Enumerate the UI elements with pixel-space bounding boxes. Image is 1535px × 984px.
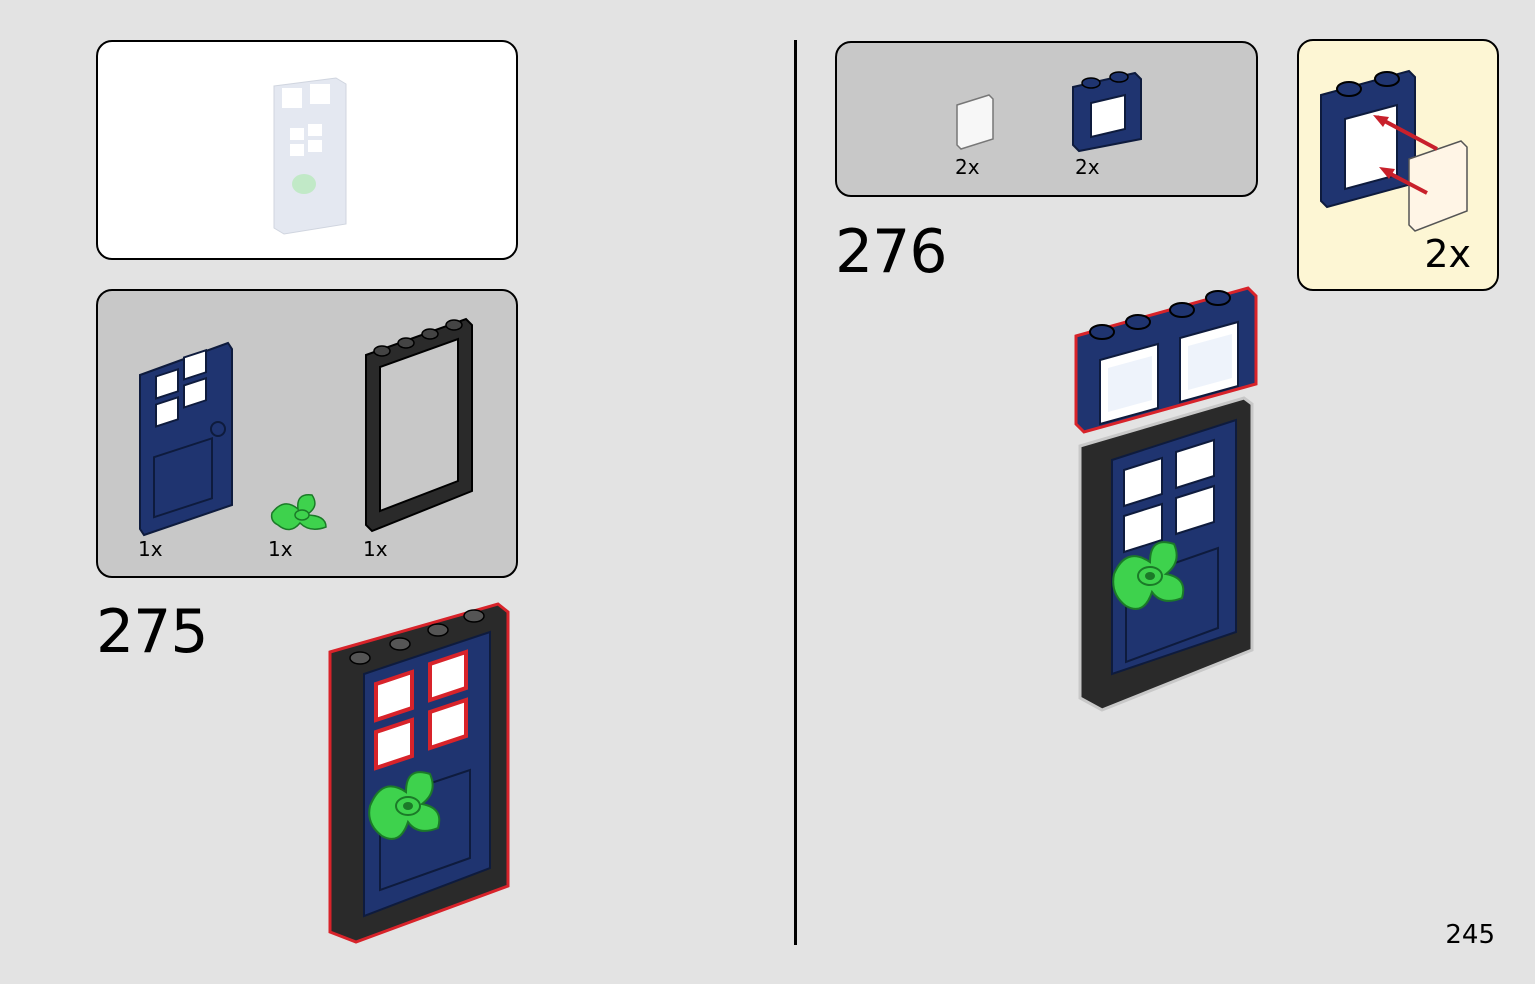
window-subassembly-icon xyxy=(1320,69,1468,232)
door-assembly-275-icon xyxy=(328,602,510,944)
door-frame-black-icon xyxy=(365,317,473,533)
part-qty-glass: 2x xyxy=(955,155,980,179)
parts-list-panel: 1x 1x 1x xyxy=(96,289,518,578)
leaf-plate-green-icon xyxy=(270,494,327,531)
page-number: 245 xyxy=(1445,920,1495,950)
subassembly-qty: 2x xyxy=(1424,232,1471,276)
part-qty-door: 1x xyxy=(138,537,163,561)
step-number-276: 276 xyxy=(835,217,948,287)
subassembly-callout: 2x xyxy=(1297,39,1499,291)
step-number-275: 275 xyxy=(96,597,209,667)
page-divider xyxy=(794,40,797,945)
part-qty-leaf: 1x xyxy=(268,537,293,561)
parts-list-panel: 2x 2x xyxy=(835,41,1258,197)
ghost-door-preview-icon xyxy=(273,77,347,235)
preview-panel xyxy=(96,40,518,260)
window-glass-icon xyxy=(956,94,994,150)
door-assembly-276-icon xyxy=(1074,286,1258,712)
window-frame-blue-icon xyxy=(1072,71,1142,153)
part-qty-window-frame: 2x xyxy=(1075,155,1100,179)
part-qty-frame: 1x xyxy=(363,537,388,561)
door-blue-icon xyxy=(139,341,233,537)
